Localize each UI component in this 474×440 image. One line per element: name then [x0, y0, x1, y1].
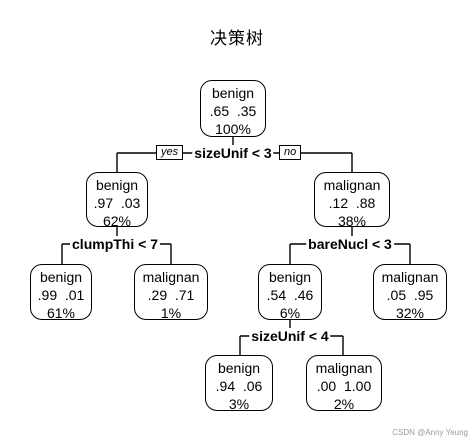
node-2: benign .97 .03 62%	[86, 172, 148, 229]
node-class-label: malignan	[381, 269, 439, 285]
node-percentage: 3%	[228, 396, 250, 412]
split-label-right-left: sizeUnif < 4	[249, 328, 331, 344]
node-5: malignan .29 .71 1%	[134, 264, 208, 321]
node-percentage: 62%	[102, 213, 132, 229]
node-class-label: malignan	[315, 360, 373, 376]
node-probabilities: .99 .01	[37, 287, 85, 303]
node-percentage: 100%	[215, 121, 251, 137]
node-probabilities: .54 .46	[266, 287, 314, 303]
node-probabilities: .97 .03	[93, 195, 141, 211]
node-class-label: benign	[268, 269, 312, 285]
node-probabilities: .12 .88	[328, 195, 376, 211]
node-4: benign .99 .01 61%	[30, 264, 92, 321]
node-probabilities: .94 .06	[215, 378, 263, 394]
node-13: malignan .00 1.00 2%	[306, 355, 382, 412]
split-label-right: bareNucl < 3	[306, 236, 394, 252]
diagram-title: 决策树	[210, 29, 264, 49]
node-percentage: 32%	[395, 305, 425, 321]
node-probabilities: .65 .35	[209, 103, 257, 119]
node-3: malignan .12 .88 38%	[314, 172, 390, 229]
node-probabilities: .29 .71	[147, 287, 195, 303]
node-7: malignan .05 .95 32%	[373, 264, 447, 321]
node-percentage: 38%	[337, 213, 367, 229]
edge-label-no: no	[279, 145, 302, 160]
node-percentage: 61%	[46, 305, 76, 321]
node-6: benign .54 .46 6%	[258, 264, 322, 321]
split-label-root: sizeUnif < 3	[192, 145, 274, 161]
node-class-label: benign	[217, 360, 261, 376]
edge-label-yes: yes	[156, 145, 184, 160]
node-class-label: malignan	[142, 269, 200, 285]
node-percentage: 2%	[333, 396, 355, 412]
node-percentage: 6%	[279, 305, 301, 321]
node-class-label: malignan	[323, 177, 381, 193]
node-class-label: benign	[211, 85, 255, 101]
node-12: benign .94 .06 3%	[205, 355, 273, 412]
node-probabilities: .05 .95	[386, 287, 434, 303]
watermark-text: CSDN @Anny Yeung	[392, 428, 468, 437]
node-root: benign .65 .35 100%	[200, 80, 266, 137]
node-probabilities: .00 1.00	[316, 378, 372, 394]
node-percentage: 1%	[160, 305, 182, 321]
node-class-label: benign	[95, 177, 139, 193]
node-class-label: benign	[39, 269, 83, 285]
split-label-left: clumpThi < 7	[70, 236, 160, 252]
